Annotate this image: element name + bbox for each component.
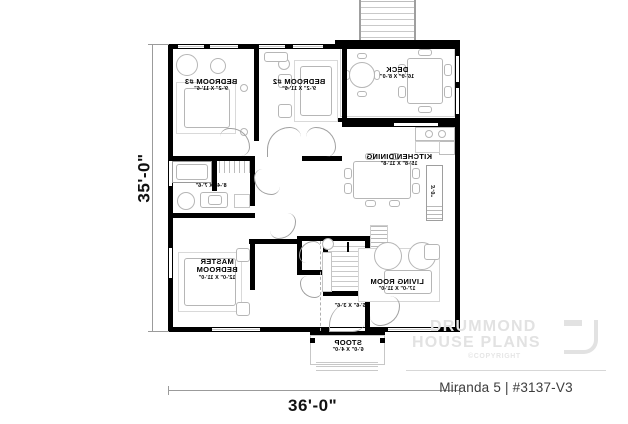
dining-chair: [412, 183, 420, 194]
bed3-table: [210, 58, 226, 74]
logo-swoosh-icon: [564, 320, 598, 354]
bath-shelf-hatch: [218, 161, 250, 173]
door-swing-closet: [299, 241, 321, 263]
room-label-stoop: STOOP 6'-0" X 4'-0": [332, 338, 364, 354]
dining-chair: [365, 200, 376, 207]
dining-chair: [344, 183, 352, 194]
dining-chair: [344, 168, 352, 179]
side-table: [424, 244, 440, 260]
stoop-step: [316, 362, 378, 363]
deck-stair-rail: [359, 0, 361, 42]
deck-chair: [444, 86, 452, 98]
drummond-watermark-logo: DRUMMOND HOUSE PLANS ©COPYRIGHT: [404, 318, 612, 370]
logo-swoosh-bar-icon: [564, 320, 582, 326]
dimension-tick: [168, 386, 169, 395]
interior-wall-master-top: [249, 239, 299, 244]
plant: [322, 238, 334, 250]
bathtub-basin: [176, 164, 208, 180]
logo-copyright: ©COPYRIGHT: [468, 353, 521, 360]
room-label-living: LIVING ROOM 17'-0" X 11'-0": [370, 277, 424, 293]
door-swing-bed2: [267, 127, 301, 157]
dimension-line-horizontal: [168, 390, 460, 391]
deck-chair: [444, 64, 452, 76]
logo-line-2: HOUSE PLANS: [412, 334, 541, 351]
stoop-step: [316, 370, 378, 371]
dimension-tick-ext: [157, 331, 169, 332]
dimension-line-vertical: [152, 44, 153, 332]
overall-width-dimension: 36'-0": [288, 396, 338, 415]
plan-title-bar: Miranda 5 | #3137-V3: [406, 374, 606, 400]
dining-chair: [389, 200, 400, 207]
bed2-desk: [264, 52, 288, 62]
stoop-step: [316, 366, 378, 367]
room-label-kitchen: KITCHEN/DINING 15'-8" X 11'-8": [366, 152, 432, 168]
room-label-bedroom3: BEDROOM #3 9'-2" X 11'-6": [184, 77, 238, 93]
window-rail: [178, 46, 204, 47]
master-nightstand-2: [236, 302, 250, 316]
toilet: [177, 192, 195, 210]
cooktop-burner: [438, 130, 446, 138]
interior-wall-bed2-bed3: [254, 44, 259, 141]
deck-stair-tread: [361, 13, 414, 14]
deck-stair-tread: [361, 31, 414, 32]
bed3-mattress: [184, 88, 230, 128]
bed3-lamp: [176, 54, 198, 76]
dimension-tick-ext: [157, 44, 169, 45]
room-label-pantry: 3'-0": [430, 184, 437, 198]
room-label-master: MASTER BEDROOM 12'-0" X 11'-0": [196, 257, 238, 281]
room-label-closet: 5'-6" X 3'-6": [334, 303, 366, 309]
deck-stair-tread: [361, 7, 414, 8]
door-swing-stoop: [370, 296, 400, 326]
dimension-tick: [148, 331, 157, 332]
window-master-right: [168, 248, 173, 278]
bed2-dresser: [278, 104, 292, 118]
deck-stair-tread: [361, 37, 414, 38]
window-rail: [212, 329, 260, 330]
door-swing-hall: [300, 276, 322, 298]
interior-wall-bath-bottom: [168, 213, 255, 218]
deck-chair: [418, 49, 432, 56]
dining-chair: [412, 168, 420, 179]
plan-title: Miranda 5 | #3137-V3: [439, 379, 573, 395]
tv-console: [322, 252, 332, 292]
sink-basin: [208, 195, 222, 205]
interior-wall-kitchen-bed2: [342, 44, 347, 126]
room-label-bedroom2: BEDROOM #2 9'-2" X 11'-6": [272, 77, 326, 93]
door-swing-master: [270, 213, 296, 239]
cooktop-burner: [425, 130, 433, 138]
door-swing-bath: [254, 169, 280, 195]
kitchen-counter: [415, 127, 455, 141]
deck-chair: [357, 53, 367, 59]
window-rail: [293, 46, 323, 47]
patio-door-2: [455, 88, 460, 114]
window-rail: [210, 46, 238, 47]
door-swing-corridor: [306, 127, 336, 157]
room-label-deck: DECK 16'-0" X 8'-0": [379, 65, 415, 81]
room-label-bathroom: 8'-4" X 7'-6": [195, 183, 227, 189]
deck-table: [407, 58, 443, 104]
logo-line-1: DRUMMOND: [430, 318, 537, 335]
deck-stair-tread: [361, 25, 414, 26]
deck-chair: [398, 86, 406, 98]
deck-stair-tread: [361, 19, 414, 20]
overall-height-dimension: 35'-0": [134, 153, 154, 203]
dimension-tick: [459, 386, 460, 395]
deck-stair-rail: [414, 0, 416, 42]
title-divider: [406, 370, 606, 371]
deck-chair: [357, 91, 367, 97]
patio-door: [455, 56, 460, 82]
armchair-2: [374, 242, 402, 270]
window-rail: [259, 46, 285, 47]
deck-chair: [418, 106, 432, 113]
dimension-tick: [148, 44, 157, 45]
bath-cabinet: [234, 194, 250, 208]
stair-direction-arrow: [347, 242, 349, 252]
